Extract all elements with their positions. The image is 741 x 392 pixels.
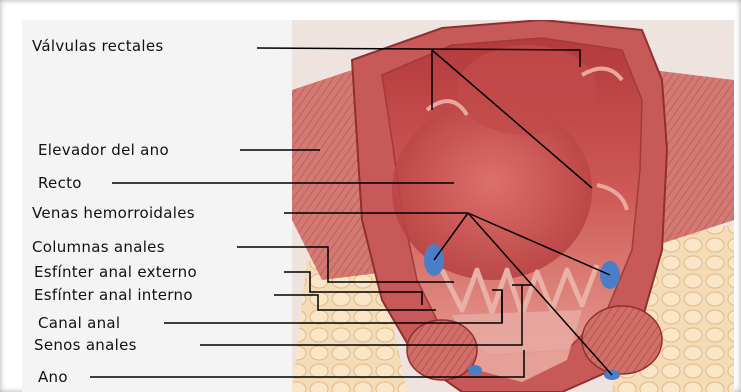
label-canal-anal: Canal anal [38, 314, 120, 332]
label-ano: Ano [38, 368, 68, 386]
label-columnas-anales: Columnas anales [32, 238, 165, 256]
anatomy-illustration: Válvulas rectales Elevador del ano Recto… [22, 20, 734, 392]
label-elevador-del-ano: Elevador del ano [38, 141, 169, 159]
label-venas-hemorroidales: Venas hemorroidales [32, 204, 195, 222]
label-senos-anales: Senos anales [34, 336, 137, 354]
label-esfinter-anal-interno: Esfínter anal interno [34, 286, 193, 304]
label-recto: Recto [38, 174, 82, 192]
label-valvulas-rectales: Válvulas rectales [32, 37, 163, 55]
label-esfinter-anal-externo: Esfínter anal externo [34, 263, 197, 281]
